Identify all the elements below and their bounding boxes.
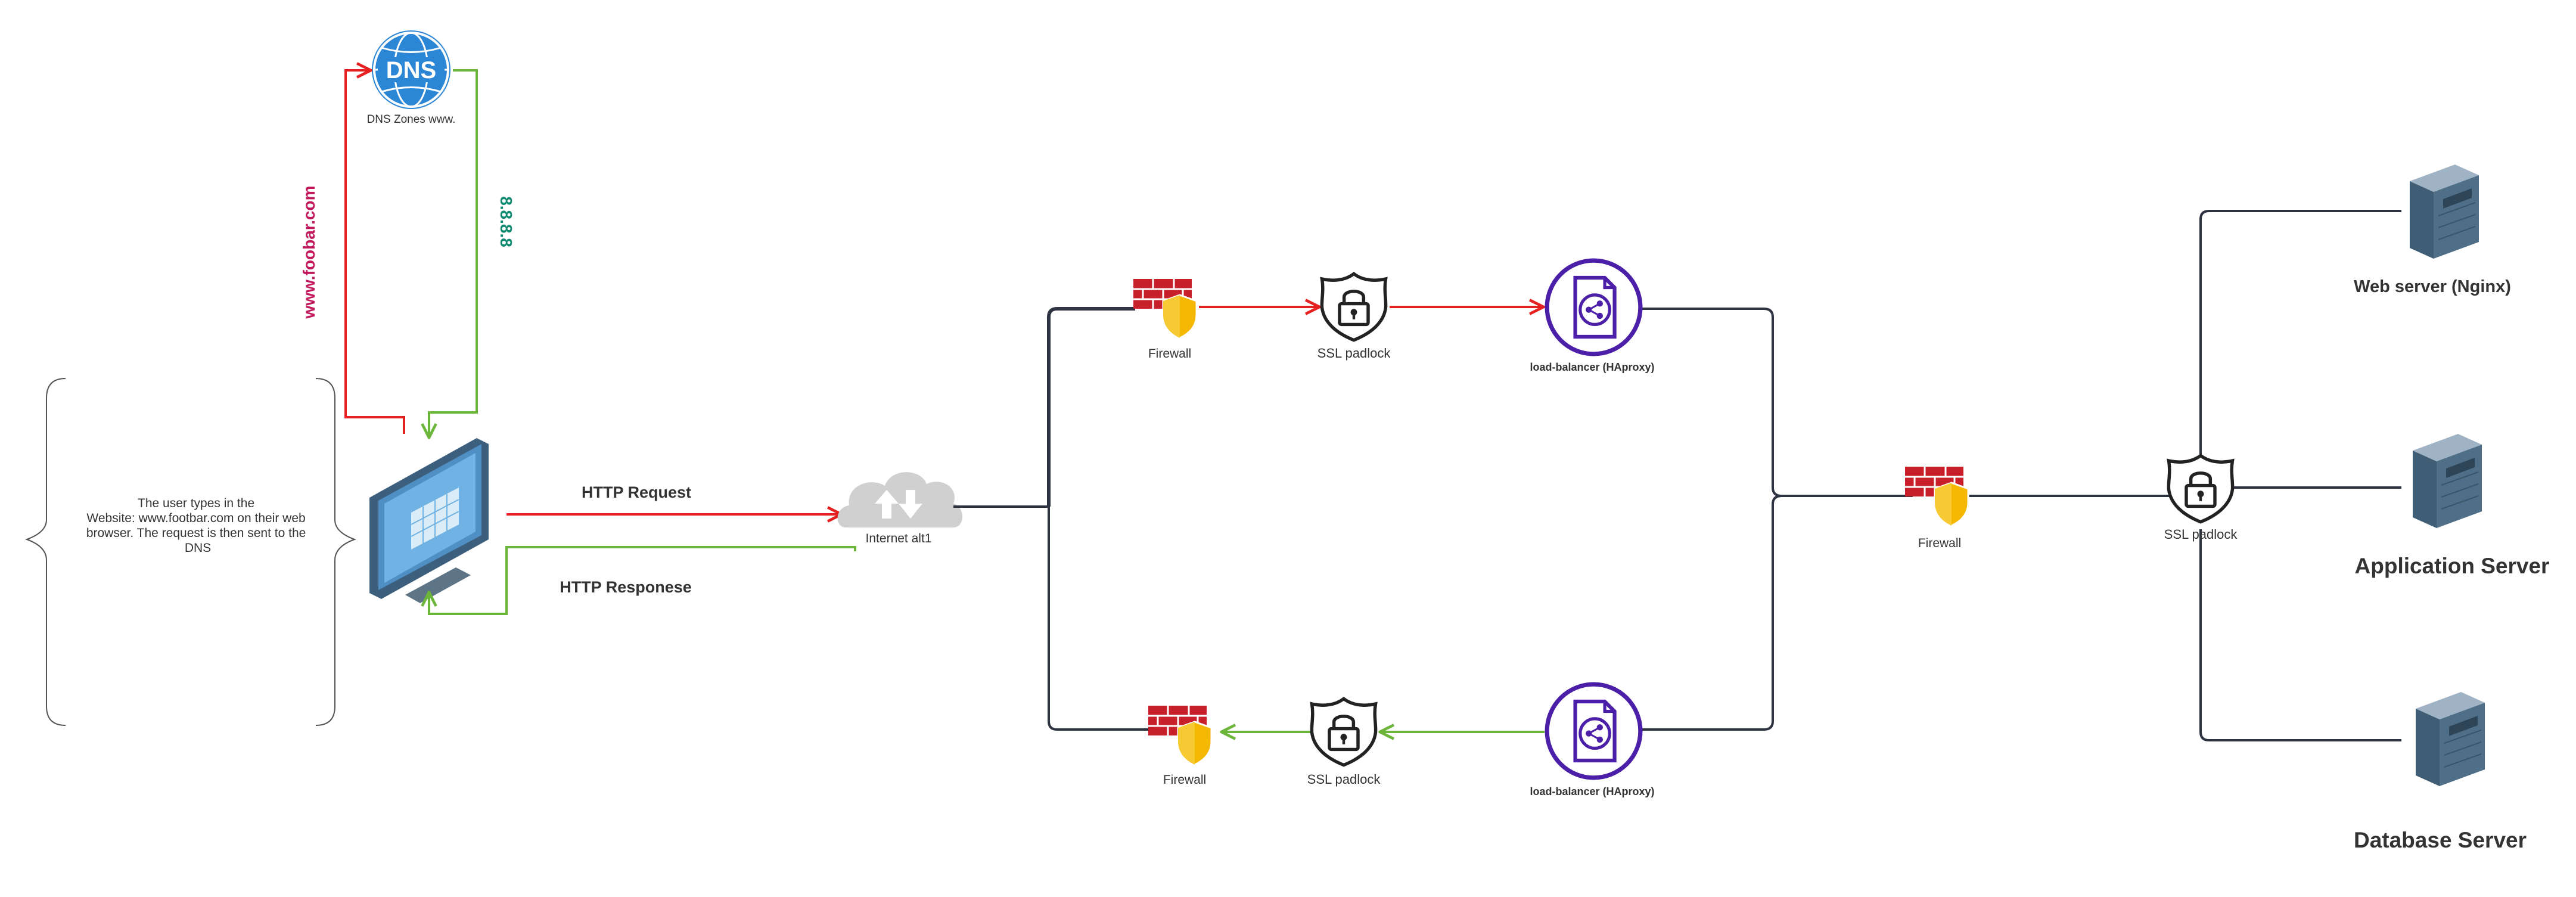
backend-firewall-label: Firewall [1918,536,1961,550]
dns-answer-label: 8.8.8.8 [497,196,515,247]
user-note-line-3: browser. The request is then sent to the [86,526,306,540]
lower-ssl-padlock-icon [1312,699,1375,765]
dns-icon-text: DNS [386,57,436,83]
backend-firewall-icon [1904,465,1969,527]
http-response-arrow [429,546,856,615]
web-server-icon [2409,164,2479,259]
dns-query-arrow [344,70,405,434]
http-response-label: HTTP Responese [560,578,692,596]
backend-ssl-padlock-icon [2168,455,2232,522]
lower-load-balancer-label: load-balancer (HAproxy) [1530,786,1654,797]
lower-firewall-icon [1147,704,1213,766]
upper-firewall-icon [1132,278,1198,339]
internet-cloud-icon [837,472,962,527]
upper-load-balancer-icon [1547,260,1640,354]
user-note-line-2: Website: www.footbar.com on their web [86,511,305,525]
internet-caption: Internet alt1 [866,532,932,545]
lower-firewall-label: Firewall [1163,773,1206,787]
user-note: The user types in the Website: www.footb… [86,496,309,555]
user-computer-icon [369,438,489,603]
dns-answer-arrow [429,69,478,436]
lower-load-balancer-icon [1547,684,1640,778]
note-right-brace [315,378,356,726]
app-server-label: Application Server [2355,554,2550,578]
dns-server-icon: DNS [372,30,450,109]
db-server-icon [2415,691,2485,787]
db-server-label: Database Server [2354,828,2527,852]
backend-ssl-label: SSL padlock [2164,527,2238,542]
user-note-line-1: The user types in the [138,496,254,510]
upper-ssl-padlock-icon [1322,274,1385,340]
web-server-label: Web server (Nginx) [2354,277,2511,296]
wire-lower-lb-to-backend [1642,495,1782,731]
wire-to-web-server [2199,210,2401,463]
upper-firewall-label: Firewall [1148,347,1191,361]
wire-to-upper-firewall [1047,307,1135,507]
wire-upper-lb-to-backend [1642,308,1913,497]
wire-to-db-server [2199,529,2401,741]
wire-to-lower-firewall [1048,507,1150,731]
dns-query-label: www.foobar.com [300,186,318,319]
user-note-line-4: DNS [185,541,211,555]
app-server-icon [2412,433,2482,529]
upper-ssl-label: SSL padlock [1317,346,1391,361]
network-wires [953,210,2401,741]
http-request-label: HTTP Request [582,483,691,501]
dns-caption: DNS Zones www. [367,113,456,126]
lower-ssl-label: SSL padlock [1307,772,1381,787]
note-left-brace [25,378,66,726]
upper-load-balancer-label: load-balancer (HAproxy) [1530,361,1654,373]
